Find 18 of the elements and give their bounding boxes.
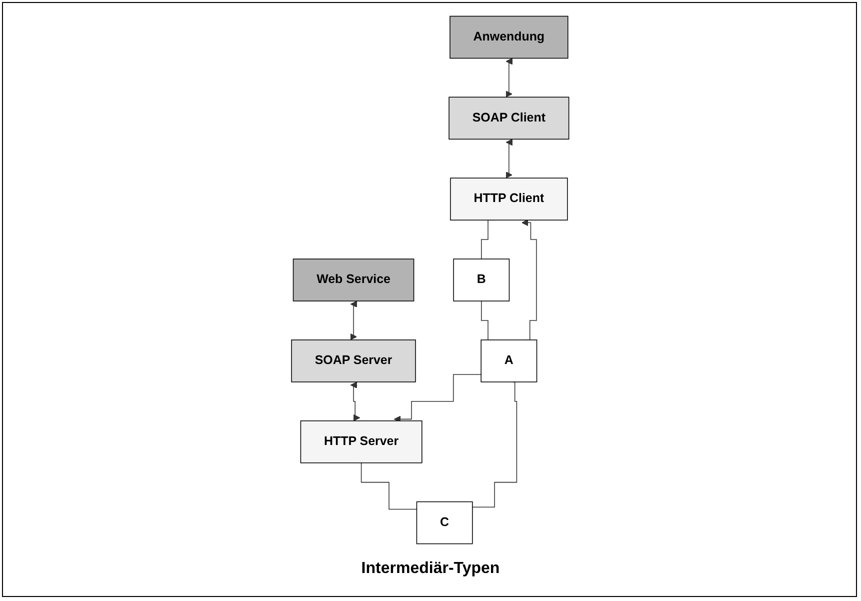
arrow <box>506 139 513 178</box>
caption: Intermediär-Typen <box>361 560 500 577</box>
node-box: C <box>416 501 474 544</box>
arrow <box>506 58 513 98</box>
arrow <box>522 219 538 340</box>
node-box: B <box>453 258 510 302</box>
arrow <box>350 382 360 422</box>
node-box: HTTP Server <box>300 420 423 464</box>
arrow <box>394 374 482 423</box>
arrow <box>350 301 358 340</box>
connector <box>472 382 518 508</box>
node-box: Anwendung <box>450 16 569 59</box>
node-box: Web Service <box>293 258 414 302</box>
node-box: A <box>481 340 538 382</box>
connector <box>361 462 418 510</box>
node-box: SOAP Client <box>448 96 570 140</box>
node-box: HTTP Client <box>450 178 568 220</box>
node-box: SOAP Server <box>291 340 416 382</box>
